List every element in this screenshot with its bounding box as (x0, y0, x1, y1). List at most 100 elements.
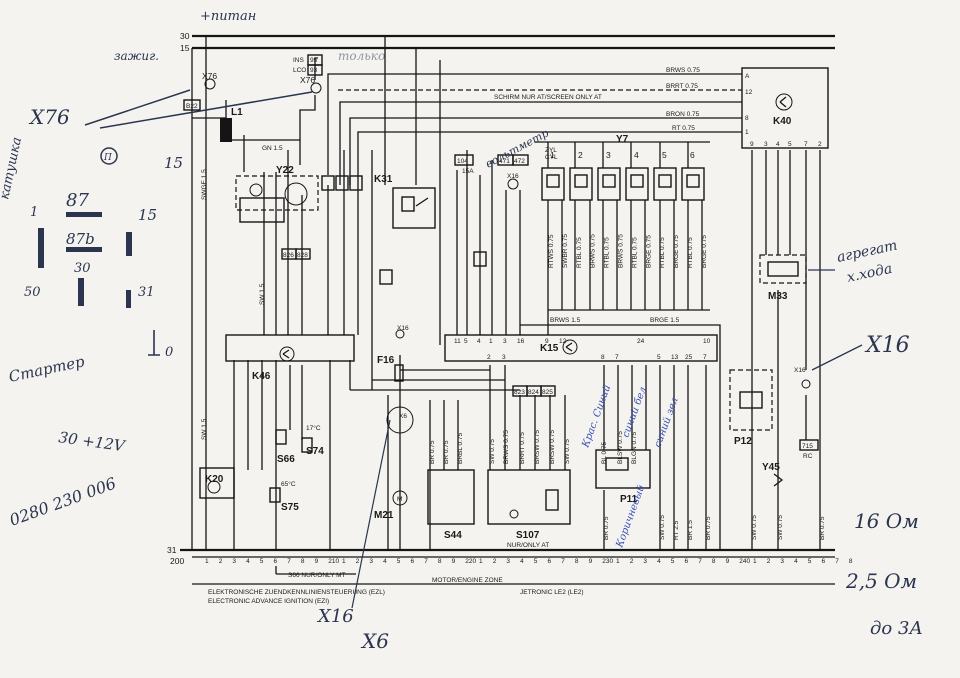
ignition-coil-l1: L1 (220, 107, 243, 142)
s74-label: S74 (306, 446, 324, 457)
note-do-3a: до 3А (870, 618, 923, 639)
note-15b: 15 (138, 206, 157, 224)
valve-y45: Y45 (762, 462, 784, 487)
wire-swge15-label: SWGE 1.5 (201, 169, 208, 200)
grid-number: 6 (274, 558, 278, 565)
ref-rc-label: RC (803, 453, 813, 460)
x6-label: X6 (399, 413, 407, 420)
k15-bottom-pin-number: 3 (502, 354, 506, 361)
wire-gn15-label: GN 1.5 (262, 145, 283, 152)
grid-number: 9 (452, 558, 456, 565)
s107-label: S107 (516, 530, 540, 541)
injector-cylinder-number: 6 (690, 150, 695, 160)
jetronic-label: JETRONIC LE2 (LE2) (520, 589, 584, 596)
grid-number: 8 (849, 558, 853, 565)
k15-bottom-pin-number: 25 (685, 354, 693, 361)
k15-top-pin-number: 3 (503, 338, 507, 345)
connector-x76-left: X76 (202, 71, 217, 90)
x16-top-label: X16 (507, 173, 519, 180)
note-30: 30 (74, 261, 91, 276)
grid-number: 5 (397, 558, 401, 565)
injector-coil (546, 174, 560, 188)
k40-pin-number: 5 (788, 141, 792, 148)
ref-825-label: 825 (542, 389, 553, 396)
injector-wire-label: BRWS 0.75 (618, 234, 625, 268)
s66-label: S66 (277, 454, 295, 465)
grid-number: 220 (465, 558, 476, 565)
note-pump-letter: П (103, 153, 112, 163)
lower-wire-label: BR 0.75 (443, 440, 450, 464)
k40-pin-number: 4 (776, 141, 780, 148)
grid-number: 4 (794, 558, 798, 565)
k15-top-pin-number: 5 (464, 338, 468, 345)
grid-number: 9 (315, 558, 319, 565)
wire-brws15-label: BRWS 1.5 (550, 317, 581, 324)
k40-pin-1: 1 (745, 129, 749, 136)
grid-number: 5 (671, 558, 675, 565)
ref-715-label: 715 (802, 443, 813, 450)
module-k46: K46 826 828 (225, 248, 355, 382)
lower-wire-label: BRSW 0.75 (549, 430, 556, 464)
note-x16-bottom: X16 (316, 606, 354, 627)
title-de: ELEKTRONISCHE ZUENDKENNLINIENSTEUERUNG (… (208, 589, 385, 596)
zyl-label: ZYL (545, 147, 557, 154)
connector-x76-right: X76 INS LCO 95 93 (293, 54, 323, 94)
grid-number: 4 (383, 558, 387, 565)
wire-brws-label: BRWS 0.75 (666, 67, 700, 74)
lower-wire-label: BRSW 0.75 (534, 430, 541, 464)
grid-number: 7 (424, 558, 428, 565)
k15-bottom-pin-number: 5 (657, 354, 661, 361)
injector-wire-label: RTBL 0.75 (659, 237, 666, 268)
title-en: ELECTRONIC ADVANCE IGNITION (EZI) (208, 598, 329, 605)
k40-pin-number: 7 (804, 141, 808, 148)
note-0: 0 (165, 345, 173, 360)
k40-pin-a: A (745, 73, 750, 80)
grid-number: 7 (698, 558, 702, 565)
bus-15-label: 15 (180, 43, 190, 53)
injector-wire-label: BRGE 0.75 (645, 235, 652, 268)
f16-label: F16 (377, 355, 395, 366)
ins-label: INS (293, 57, 305, 64)
grid-number: 6 (548, 558, 552, 565)
sensor-p11: P11 (595, 449, 651, 505)
injector-cylinder-number: 1 (550, 150, 555, 160)
m21-motor-letter: M (397, 496, 402, 503)
zone-label: MOTOR/ENGINE ZONE (432, 577, 503, 584)
injector-coil (658, 174, 672, 188)
note-31: 31 (138, 285, 155, 300)
k15-bottom-pin-number: 2 (487, 354, 491, 361)
m33-label: M33 (768, 291, 788, 302)
y22-label: Y22 (276, 165, 294, 176)
ref-828-label: 828 (297, 252, 308, 259)
note-x76: X76 (28, 105, 70, 129)
grid-number: 9 (589, 558, 593, 565)
x16-right-label: X16 (794, 367, 806, 374)
wire-brrt-label: BRRT 0.75 (666, 83, 698, 90)
k15-top-pin-number: 12 (559, 338, 567, 345)
injector-cylinder-number: 4 (634, 150, 639, 160)
lower-wire-label: SW 0.75 (564, 439, 571, 464)
k15-top-pin-number: 24 (637, 338, 645, 345)
note-16-ohm: 16 Ом (854, 509, 919, 533)
b22-label: B22 (186, 103, 198, 110)
p12-label: P12 (734, 436, 752, 447)
k15-label: K15 (540, 343, 559, 354)
wire-harness: BRWS 1.5 BRGE 1.5 (191, 36, 821, 550)
grid-number: 8 (438, 558, 442, 565)
note-x6-bottom: X6 (360, 629, 389, 653)
note-plus-pitanie: +питан (200, 9, 256, 24)
switch-s75: 65°C S75 (269, 480, 299, 513)
ground-ref-label: 200 (170, 556, 184, 566)
idle-actuator-m33: M33 (759, 254, 807, 302)
screen-note: SCHIRM NUR AT/SCREEN ONLY AT (494, 94, 602, 101)
ref-104-label: 104 (457, 158, 468, 165)
grid-number: 6 (822, 558, 826, 565)
k15-top-pin-number: 16 (517, 338, 525, 345)
s66-note: S66 NUR/ONLY MT (288, 572, 346, 579)
injector-wire-label: RTBL 0.75 (576, 237, 583, 268)
injector-body (681, 167, 705, 201)
